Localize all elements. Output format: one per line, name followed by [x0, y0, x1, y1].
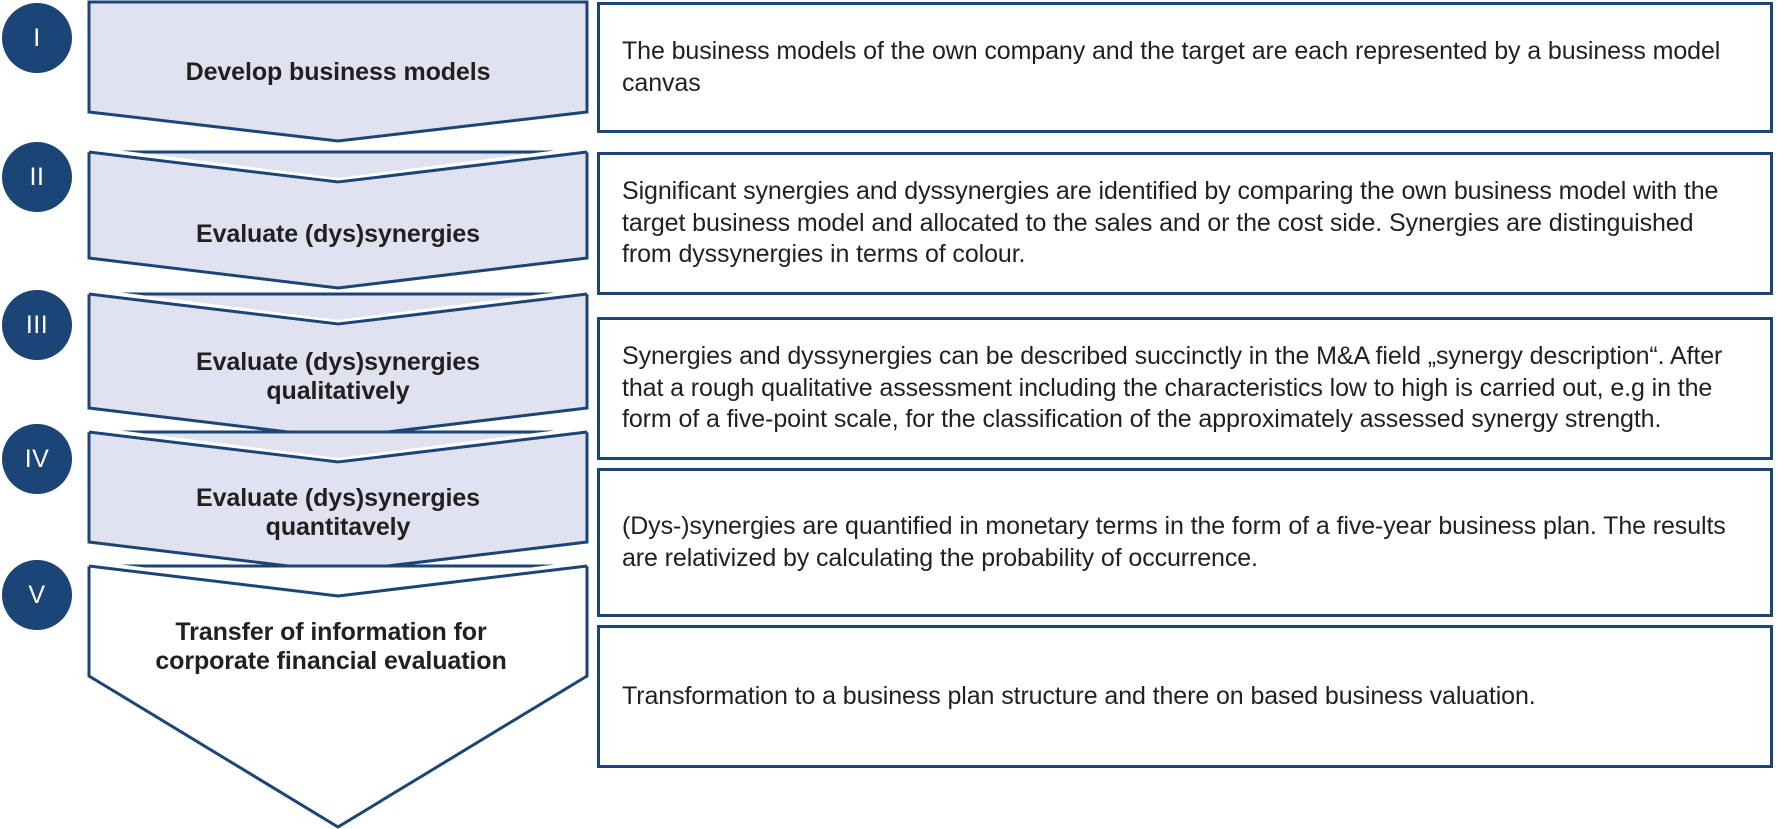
- chevron-top-edge-3: [88, 292, 588, 326]
- chevron-shape-1: [87, 0, 589, 143]
- step-badge-label-3: III: [25, 310, 49, 339]
- step-label-5: Transfer of information for corporate fi…: [155, 618, 507, 675]
- description-panel-1: The business models of the own company a…: [597, 2, 1773, 133]
- description-text-3: Synergies and dyssynergies can be descri…: [622, 342, 1723, 434]
- step-badge-label-5: V: [28, 580, 46, 609]
- step-badge-label-1: I: [33, 23, 41, 52]
- step-label-1: Develop business models: [185, 58, 491, 86]
- chevron-top-edge-5: [88, 564, 588, 598]
- step-label-3: Evaluate (dys)synergies qualitatively: [196, 348, 480, 405]
- description-panel-2: Significant synergies and dyssynergies a…: [597, 152, 1773, 295]
- chevron-shape-4: [87, 430, 589, 574]
- description-text-1: The business models of the own company a…: [622, 37, 1721, 97]
- step-badge-4[interactable]: IV: [2, 424, 72, 494]
- description-text-2: Significant synergies and dyssynergies a…: [622, 177, 1719, 269]
- step-badge-label-2: II: [29, 162, 45, 191]
- description-panel-5: Transformation to a business plan struct…: [597, 625, 1773, 768]
- step-label-2: Evaluate (dys)synergies: [196, 220, 480, 248]
- step-badge-5[interactable]: V: [2, 560, 72, 630]
- chevron-shape-5: [87, 564, 589, 829]
- description-text-4: (Dys-)synergies are quantified in moneta…: [622, 512, 1726, 572]
- chevron-shape-3: [87, 292, 589, 440]
- step-badge-label-4: IV: [24, 444, 50, 473]
- step-badge-3[interactable]: III: [2, 290, 72, 360]
- description-text-5: Transformation to a business plan struct…: [622, 681, 1536, 710]
- step-label-4: Evaluate (dys)synergies quantitavely: [196, 484, 480, 541]
- chevron-top-edge-4: [88, 430, 588, 464]
- chevron-top-edge-2: [88, 150, 588, 184]
- step-badge-1[interactable]: I: [2, 3, 72, 73]
- chevron-shape-2: [87, 150, 589, 290]
- description-panel-3: Synergies and dyssynergies can be descri…: [597, 317, 1773, 460]
- step-badge-2[interactable]: II: [2, 142, 72, 212]
- description-panel-4: (Dys-)synergies are quantified in moneta…: [597, 468, 1773, 617]
